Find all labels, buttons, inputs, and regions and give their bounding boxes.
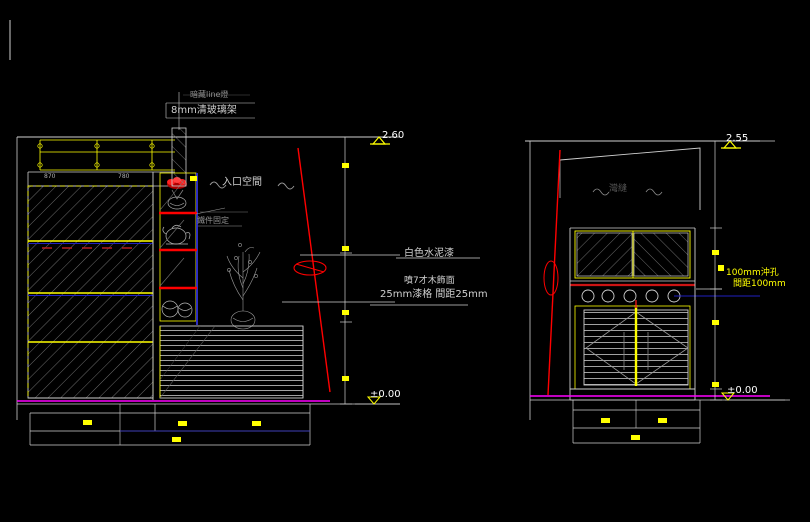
note-ceiling-light: 暗藏line燈 bbox=[190, 90, 229, 99]
elevation-marker-top-left: 2.60 bbox=[382, 130, 405, 141]
note-wave-seam: 灣縫 bbox=[609, 184, 628, 194]
panel-tag-left-1: 870 bbox=[44, 173, 56, 180]
note-lacquer-spacing: 25mm漆格 間距25mm bbox=[380, 289, 488, 300]
elevation-marker-top-right: 2.55 bbox=[726, 133, 749, 144]
note-perforation-spacing: 間距100mm bbox=[733, 279, 786, 289]
elevation-marker-bottom-right: ±0.00 bbox=[727, 385, 758, 396]
panel-tag-left-2: 780 bbox=[118, 173, 130, 180]
elevation-marker-bottom-left: ±0.00 bbox=[370, 389, 401, 400]
note-perforation-size: 100mm沖孔 bbox=[726, 268, 779, 278]
left-elevation-group bbox=[9, 20, 480, 446]
note-metal-fixing: 鐵件固定 bbox=[197, 216, 229, 225]
note-wood-veneer: 噴7才木飾面 bbox=[404, 276, 455, 286]
right-elevation-group bbox=[525, 140, 790, 444]
note-white-cement-paint: 白色水泥漆 bbox=[404, 248, 454, 259]
note-glass-shelf: 8mm清玻璃架 bbox=[171, 105, 237, 116]
note-entrance-space: 入口空間 bbox=[222, 177, 262, 188]
